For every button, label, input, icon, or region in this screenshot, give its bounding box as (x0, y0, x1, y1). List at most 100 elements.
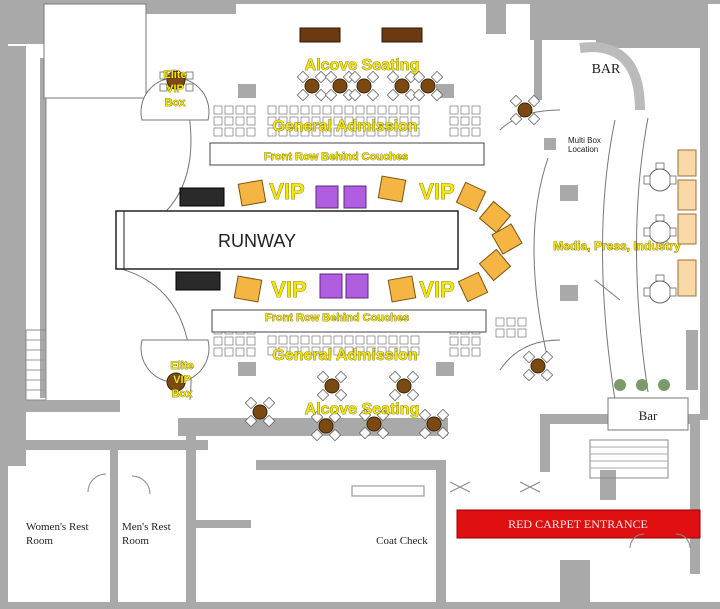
front-row-bottom[interactable] (211, 309, 487, 333)
seat[interactable] (471, 127, 481, 137)
seat[interactable] (213, 336, 223, 346)
seat[interactable] (410, 105, 420, 115)
seat[interactable] (267, 335, 277, 345)
alcove-top-tables[interactable] (296, 70, 541, 126)
seat[interactable] (377, 346, 387, 356)
seat[interactable] (449, 105, 459, 115)
seat[interactable] (344, 127, 354, 137)
seat[interactable] (300, 335, 310, 345)
seat[interactable] (322, 105, 332, 115)
seat[interactable] (355, 127, 365, 137)
seat[interactable] (517, 317, 527, 327)
seat[interactable] (388, 116, 398, 126)
seat[interactable] (322, 346, 332, 356)
table-with-chairs[interactable] (316, 370, 348, 402)
runway[interactable]: RUNWAY (115, 210, 459, 270)
seat[interactable] (311, 127, 321, 137)
seat[interactable] (344, 116, 354, 126)
seat[interactable] (289, 346, 299, 356)
seat[interactable] (355, 346, 365, 356)
seat[interactable] (449, 116, 459, 126)
seat[interactable] (449, 127, 459, 137)
seat[interactable] (267, 127, 277, 137)
seat[interactable] (246, 127, 256, 137)
seat[interactable] (471, 116, 481, 126)
seat[interactable] (235, 105, 245, 115)
seat[interactable] (377, 105, 387, 115)
red-carpet-entrance[interactable] (456, 509, 701, 539)
seat[interactable] (278, 116, 288, 126)
seat[interactable] (289, 335, 299, 345)
seat[interactable] (388, 346, 398, 356)
seat[interactable] (311, 105, 321, 115)
seat[interactable] (289, 105, 299, 115)
seat[interactable] (471, 347, 481, 357)
seat[interactable] (399, 127, 409, 137)
seat[interactable] (355, 116, 365, 126)
table-with-chairs[interactable] (244, 396, 276, 428)
seat[interactable] (377, 116, 387, 126)
seat[interactable] (471, 105, 481, 115)
seat[interactable] (246, 336, 256, 346)
front-row-top[interactable] (209, 142, 485, 166)
seat[interactable] (399, 346, 409, 356)
seat[interactable] (246, 347, 256, 357)
seat[interactable] (333, 105, 343, 115)
seat[interactable] (235, 116, 245, 126)
seat[interactable] (300, 105, 310, 115)
seat[interactable] (333, 346, 343, 356)
alcove-bottom-tables[interactable] (244, 350, 554, 442)
seat[interactable] (355, 105, 365, 115)
seat[interactable] (267, 346, 277, 356)
elite-vip-box-bottom[interactable]: Elite VIP Box (140, 339, 210, 400)
seat[interactable] (213, 127, 223, 137)
table-with-chairs[interactable] (310, 410, 342, 442)
seat[interactable] (344, 346, 354, 356)
seat[interactable] (460, 105, 470, 115)
seat[interactable] (344, 105, 354, 115)
seat[interactable] (300, 127, 310, 137)
bar-right[interactable] (607, 397, 689, 431)
seat[interactable] (213, 116, 223, 126)
table-with-chairs[interactable] (418, 408, 450, 440)
seat[interactable] (410, 335, 420, 345)
seat[interactable] (377, 127, 387, 137)
seat[interactable] (311, 346, 321, 356)
table-with-chairs[interactable] (388, 370, 420, 402)
seat[interactable] (213, 347, 223, 357)
seat[interactable] (300, 346, 310, 356)
table-with-chairs[interactable] (358, 408, 390, 440)
seat[interactable] (267, 116, 277, 126)
seat[interactable] (399, 116, 409, 126)
seat[interactable] (322, 127, 332, 137)
seat[interactable] (388, 105, 398, 115)
seat[interactable] (399, 105, 409, 115)
seat[interactable] (235, 336, 245, 346)
seat[interactable] (267, 105, 277, 115)
seat[interactable] (506, 328, 516, 338)
table-with-chairs[interactable] (348, 70, 380, 102)
seat[interactable] (289, 116, 299, 126)
elite-vip-box-top[interactable]: Elite VIP Box (140, 69, 210, 121)
seat[interactable] (311, 335, 321, 345)
general-admission-top-seats[interactable] (213, 105, 481, 137)
seat[interactable] (289, 127, 299, 137)
right-side-tables[interactable] (643, 162, 677, 304)
right-couches[interactable] (677, 149, 697, 297)
table-with-chairs[interactable] (509, 94, 541, 126)
seat[interactable] (366, 116, 376, 126)
vip-area[interactable]: VIP VIP VIP VIP (175, 175, 523, 303)
seat[interactable] (366, 127, 376, 137)
seat[interactable] (235, 347, 245, 357)
seat[interactable] (410, 346, 420, 356)
seat[interactable] (399, 335, 409, 345)
seat[interactable] (224, 336, 234, 346)
seat[interactable] (300, 116, 310, 126)
seat[interactable] (517, 328, 527, 338)
seat[interactable] (506, 317, 516, 327)
seat[interactable] (410, 116, 420, 126)
table-with-chairs[interactable] (412, 70, 444, 102)
seat[interactable] (246, 116, 256, 126)
seat[interactable] (366, 346, 376, 356)
seat[interactable] (410, 127, 420, 137)
